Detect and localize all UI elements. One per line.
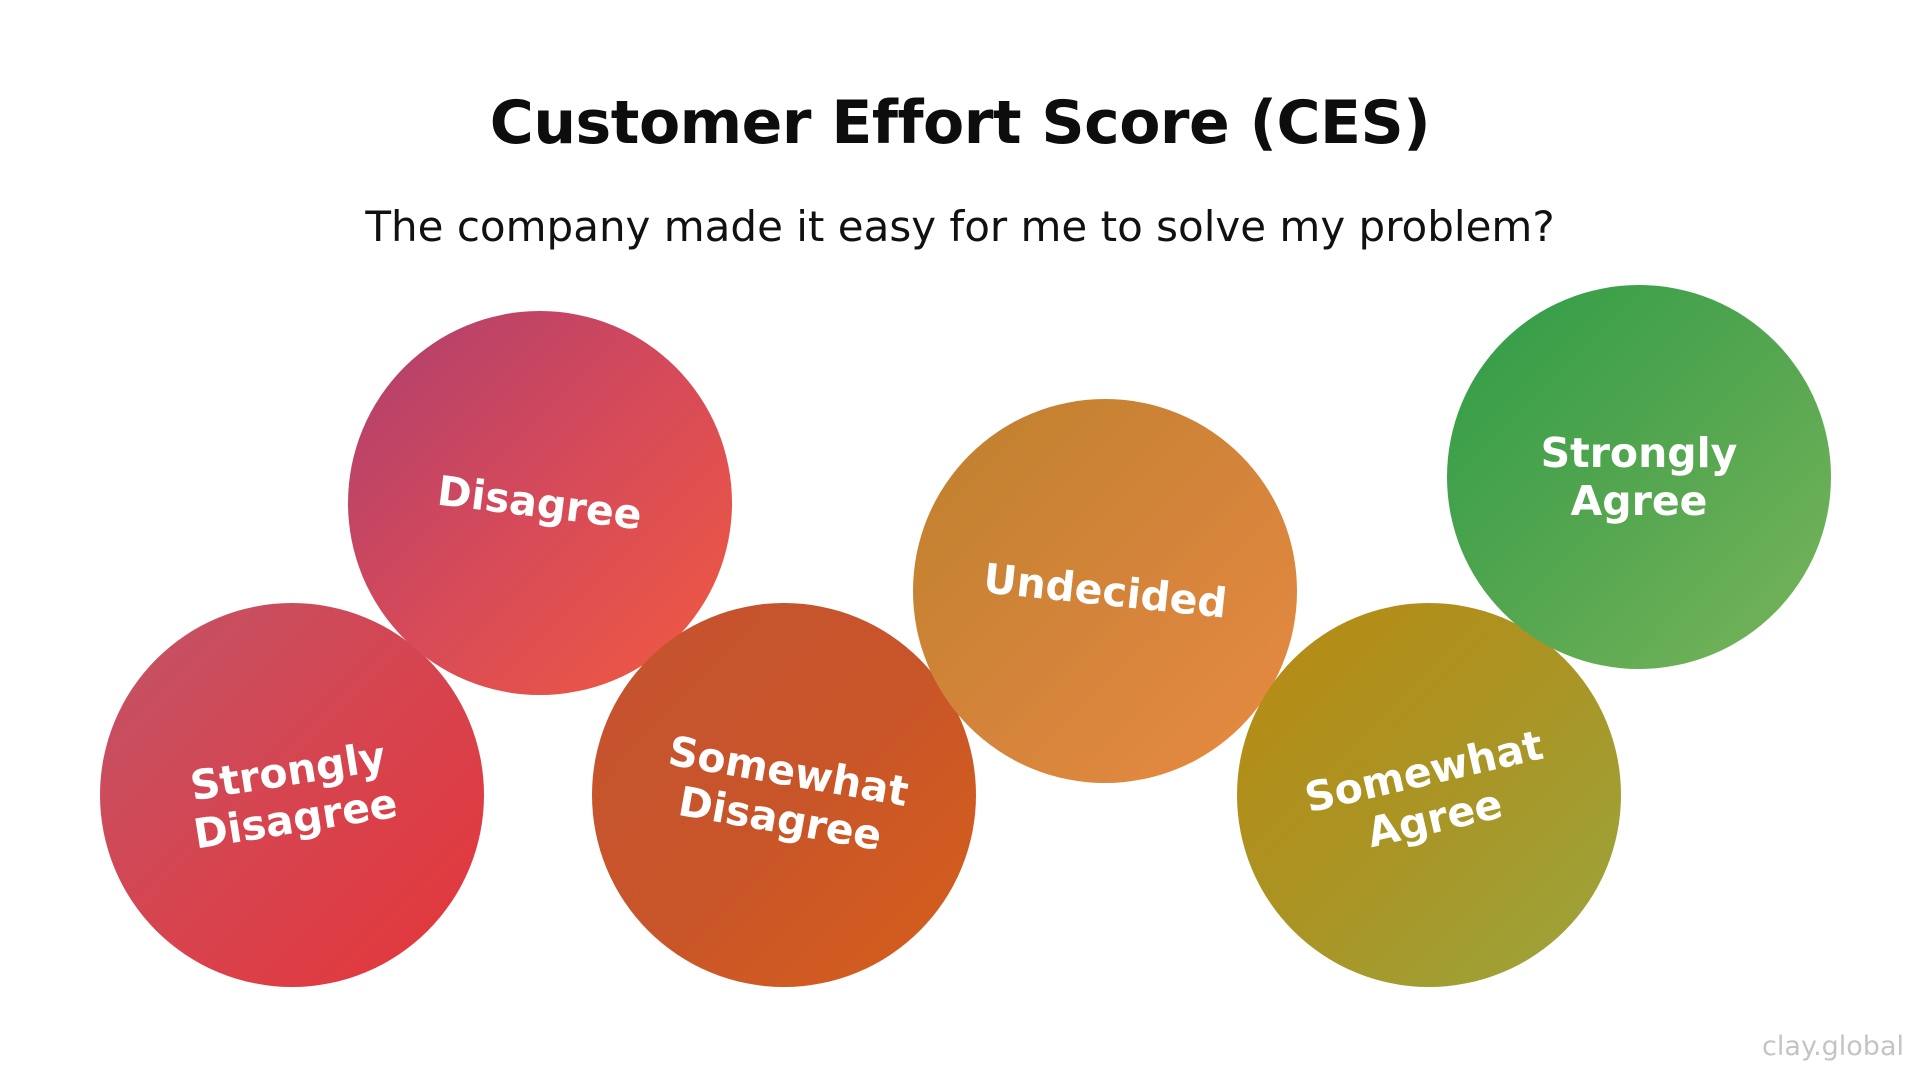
response-strongly-disagree[interactable]: Strongly Disagree bbox=[100, 603, 484, 987]
response-label: Somewhat Agree bbox=[1300, 720, 1548, 858]
response-strongly-agree[interactable]: Strongly Agree bbox=[1447, 285, 1831, 669]
response-label: Disagree bbox=[435, 466, 645, 540]
response-disagree[interactable]: Disagree bbox=[348, 311, 732, 695]
survey-question: The company made it easy for me to solve… bbox=[365, 202, 1555, 251]
response-label: Strongly Agree bbox=[1540, 429, 1738, 525]
response-somewhat-disagree[interactable]: Somewhat Disagree bbox=[592, 603, 976, 987]
response-label: Strongly Disagree bbox=[187, 732, 401, 859]
watermark: clay.global bbox=[1762, 1031, 1904, 1062]
page-title: Customer Effort Score (CES) bbox=[489, 88, 1431, 158]
response-undecided[interactable]: Undecided bbox=[913, 399, 1297, 783]
response-somewhat-agree[interactable]: Somewhat Agree bbox=[1237, 603, 1621, 987]
response-label: Undecided bbox=[980, 554, 1230, 628]
response-label: Somewhat Disagree bbox=[664, 726, 912, 861]
